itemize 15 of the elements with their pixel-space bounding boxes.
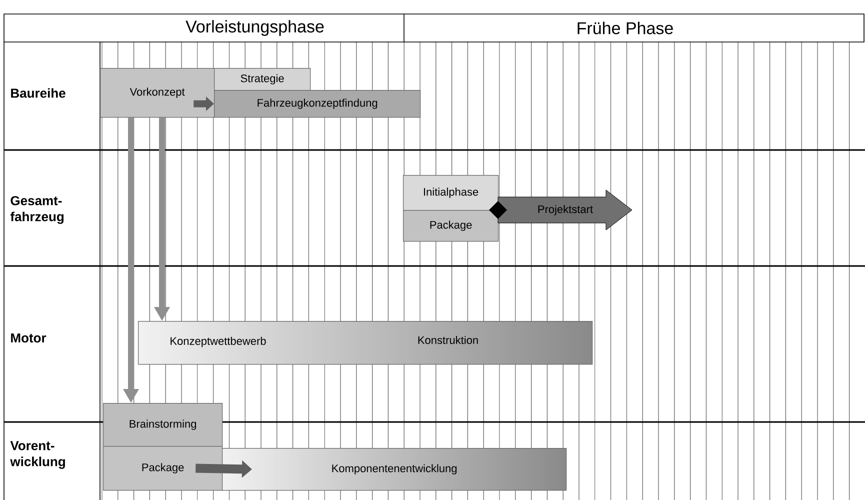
row-label: Gesamt- fahrzeug [10, 196, 64, 224]
task-box: Fahrzeugkonzeptfindung [214, 90, 421, 118]
task-box: Package [103, 446, 223, 491]
column-header: Vorleistungsphase [186, 20, 324, 36]
row-label: Baureihe [11, 88, 66, 98]
task-bar: Komponentenentwicklung [222, 448, 567, 491]
task-bar: Konzeptwettbewerb Konstruktion [138, 321, 593, 365]
task-box: Vorkonzept [100, 68, 215, 118]
column-header: Frühe Phase [578, 22, 673, 34]
row-label: Vorent- wicklung [10, 441, 65, 469]
task-box: Brainstorming [103, 403, 223, 447]
task-box: Strategie [214, 68, 311, 91]
task-box: Package [403, 210, 499, 242]
task-box: Initialphase [403, 175, 499, 211]
row-label: Motor [11, 333, 46, 343]
